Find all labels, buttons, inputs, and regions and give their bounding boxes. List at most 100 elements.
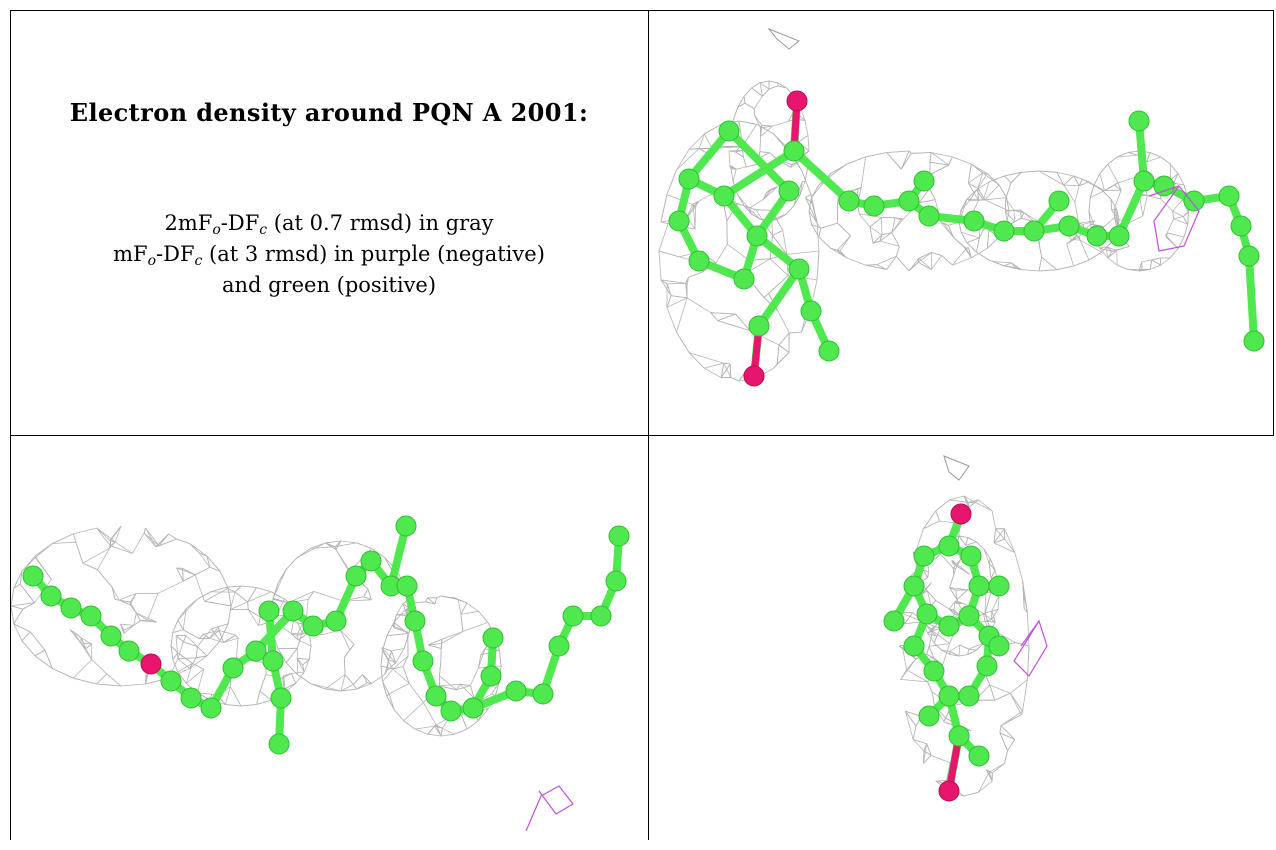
carbon-atom [839, 191, 859, 211]
molecule-view-top-right [649, 11, 1273, 435]
figure-title: Electron density around PQN A 2001: [10, 98, 648, 127]
carbon-atom [549, 636, 569, 656]
carbon-atom [1059, 216, 1079, 236]
carbon-atom [481, 666, 501, 686]
carbon-atom [1184, 191, 1204, 211]
bond [1249, 256, 1254, 341]
right-border [1273, 10, 1274, 435]
oxygen-atom [939, 781, 959, 801]
carbon-atom [789, 259, 809, 279]
carbon-atom [1109, 226, 1129, 246]
carbon-atom [396, 516, 416, 536]
carbon-atom [939, 536, 959, 556]
carbon-atom [969, 576, 989, 596]
carbon-atom [994, 221, 1014, 241]
carbon-atom [719, 121, 739, 141]
carbon-atom [801, 301, 821, 321]
carbon-atom [397, 576, 417, 596]
carbon-atom [223, 658, 243, 678]
carbon-atom [41, 586, 61, 606]
carbon-atom [1049, 191, 1069, 211]
carbon-atom [747, 226, 767, 246]
carbon-atom [989, 636, 1009, 656]
density-mesh [659, 81, 1189, 381]
legend-line-positive: and green (positive) [10, 270, 648, 301]
carbon-atom [591, 606, 611, 626]
carbon-atom [961, 546, 981, 566]
figure-table: Electron density around PQN A 2001: 2mFo… [10, 10, 1274, 850]
carbon-atom [884, 611, 904, 631]
oxygen-atom [951, 504, 971, 524]
carbon-atom [533, 684, 553, 704]
carbon-atom [303, 616, 323, 636]
carbon-atom [689, 251, 709, 271]
oxygen-atom [141, 654, 161, 674]
legend-line-2fofc: 2mFo-DFc (at 0.7 rmsd) in gray [10, 208, 648, 239]
carbon-atom [23, 566, 43, 586]
bond [794, 151, 849, 201]
caption-cell: Electron density around PQN A 2001: 2mFo… [10, 10, 648, 435]
carbon-atom [201, 698, 221, 718]
molecule-view-bottom-right [649, 436, 1273, 840]
carbon-atom [259, 601, 279, 621]
carbon-atom [326, 611, 346, 631]
carbon-atom [463, 698, 483, 718]
carbon-atom [483, 628, 503, 648]
molecule-view-bottom-left [11, 436, 648, 840]
negative-density-mesh [526, 786, 573, 831]
carbon-atom [977, 656, 997, 676]
carbon-atom [749, 316, 769, 336]
carbon-atom [939, 616, 959, 636]
molecule-view-icon [649, 436, 1273, 840]
oxygen-atom [787, 91, 807, 111]
carbon-atom [819, 341, 839, 361]
carbon-atom [269, 734, 289, 754]
carbon-atom [1129, 111, 1149, 131]
carbon-atom [669, 211, 689, 231]
carbon-atom [919, 706, 939, 726]
carbon-atom [864, 196, 884, 216]
density-fragment [944, 456, 969, 480]
carbon-atom [904, 576, 924, 596]
carbon-atom [606, 571, 626, 591]
carbon-atom [161, 671, 181, 691]
carbon-atom [426, 686, 446, 706]
carbon-atom [119, 641, 139, 661]
carbon-atom [989, 576, 1009, 596]
molecule-view-icon [649, 11, 1273, 435]
carbon-atom [919, 206, 939, 226]
carbon-atom [271, 688, 291, 708]
density-fragment [769, 29, 799, 49]
carbon-atom [714, 186, 734, 206]
carbon-atom [914, 171, 934, 191]
carbon-atom [405, 611, 425, 631]
carbon-atom [917, 604, 937, 624]
carbon-atom [1219, 186, 1239, 206]
carbon-atom [1024, 221, 1044, 241]
carbon-atom [914, 546, 934, 566]
legend-line-fofc: mFo-DFc (at 3 rmsd) in purple (negative) [10, 239, 648, 270]
carbon-atom [181, 688, 201, 708]
carbon-atom [506, 681, 526, 701]
map-legend: 2mFo-DFc (at 0.7 rmsd) in gray mFo-DFc (… [10, 208, 648, 301]
carbon-atom [81, 606, 101, 626]
carbon-atom [609, 526, 629, 546]
oxygen-atom [744, 366, 764, 386]
carbon-atom [1134, 171, 1154, 191]
carbon-atom [1231, 216, 1251, 236]
carbon-atom [441, 701, 461, 721]
carbon-atom [413, 651, 433, 671]
carbon-atom [1239, 246, 1259, 266]
density-mesh [11, 526, 501, 736]
carbon-atom [679, 169, 699, 189]
negative-density-mesh [1014, 621, 1047, 676]
carbon-atom [949, 726, 969, 746]
carbon-atom [101, 626, 121, 646]
carbon-atom [283, 601, 303, 621]
carbon-atom [959, 606, 979, 626]
carbon-atom [61, 598, 81, 618]
carbon-atom [734, 269, 754, 289]
carbon-atom [263, 651, 283, 671]
carbon-atom [924, 661, 944, 681]
carbon-atom [361, 551, 381, 571]
